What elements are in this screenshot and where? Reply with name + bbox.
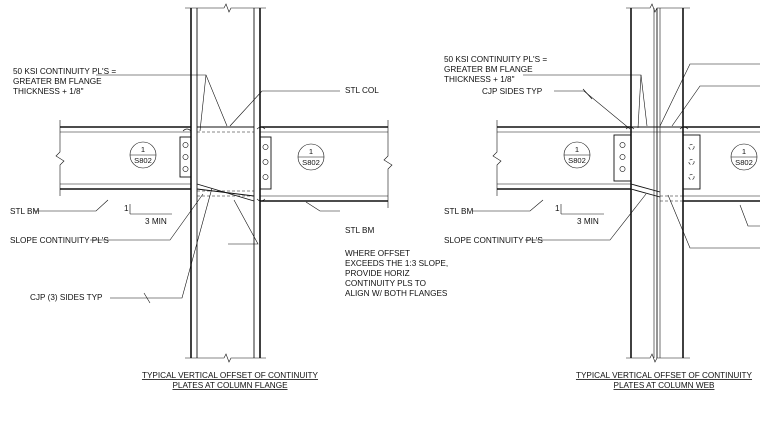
bubble-number: 1 (141, 145, 145, 154)
section-bubble-right-a: 1 S802 (297, 143, 325, 171)
label-stl-bm: STL BM (444, 207, 473, 216)
leaders-b (472, 63, 760, 249)
detail-title-line1: TYPICAL VERTICAL OFFSET OF CONTINUITY (142, 371, 319, 380)
detail-column-flange: 1 S802 1 S802 50 KSI CONTINUITY PL'S = G… (10, 3, 448, 390)
label-cjp-sides: CJP SIDES TYP (482, 87, 543, 96)
shear-tab-left-a (179, 136, 192, 178)
steel-column-left (185, 3, 266, 363)
slope-indicator-b (560, 204, 604, 215)
section-bubble-left-a: 1 S802 (129, 141, 157, 169)
steel-beam-left-b (492, 120, 631, 196)
steel-beam-right-b (683, 126, 760, 202)
slope-run: 3 MIN (577, 217, 599, 226)
shear-tab-right-b (625, 126, 701, 190)
steel-column-right (626, 3, 690, 363)
note-offset-line5: ALIGN W/ BOTH FLANGES (345, 289, 448, 298)
steel-beam-right-a (260, 120, 393, 208)
note-offset-line1: WHERE OFFSET (345, 249, 410, 258)
leaders-a (34, 74, 340, 304)
note-offset-line3: PROVIDE HORIZ (345, 269, 410, 278)
note-continuity-line3: THICKNESS + 1/8" (444, 75, 515, 84)
label-stl-bm-right: STL BM (345, 226, 374, 235)
section-bubble-right-b: 1 S802 (730, 143, 758, 171)
note-continuity-line3: THICKNESS + 1/8" (13, 87, 84, 96)
shear-tab-left-b (613, 134, 632, 182)
slope-indicator-a (129, 204, 172, 215)
bubble-sheet: S802 (302, 158, 320, 167)
label-stl-bm-left: STL BM (10, 207, 39, 216)
note-offset-line2: EXCEEDS THE 1:3 SLOPE, (345, 259, 448, 268)
label-slope-plates: SLOPE CONTINUITY PL'S (444, 236, 543, 245)
continuity-plates-b (630, 126, 683, 202)
detail-title-line2: PLATES AT COLUMN WEB (614, 381, 716, 390)
detail-title-line2: PLATES AT COLUMN FLANGE (172, 381, 288, 390)
bubble-sheet: S802 (735, 158, 753, 167)
steel-beam-left-a (55, 120, 191, 196)
slope-rise: 1 (555, 204, 560, 213)
label-cjp: CJP (3) SIDES TYP (30, 293, 103, 302)
slope-run: 3 MIN (145, 217, 167, 226)
bubble-sheet: S802 (134, 156, 152, 165)
shear-tab-right-a (182, 126, 272, 202)
detail-column-web: 1 S802 1 S802 50 KSI CONTINUITY PL'S = G… (444, 3, 760, 390)
bubble-number: 1 (575, 145, 579, 154)
bubble-number: 1 (309, 147, 313, 156)
slope-rise: 1 (124, 204, 129, 213)
detail-title-line1: TYPICAL VERTICAL OFFSET OF CONTINUITY (576, 371, 753, 380)
note-offset-line4: CONTINUITY PLS TO (345, 279, 426, 288)
bubble-sheet: S802 (568, 156, 586, 165)
bubble-number: 1 (742, 147, 746, 156)
note-continuity-line2: GREATER BM FLANGE (444, 65, 533, 74)
note-continuity-line1: 50 KSI CONTINUITY PL'S = (444, 55, 547, 64)
note-continuity-line1: 50 KSI CONTINUITY PL'S = (13, 67, 116, 76)
note-continuity-line2: GREATER BM FLANGE (13, 77, 102, 86)
label-slope-plates: SLOPE CONTINUITY PL'S (10, 236, 109, 245)
label-stl-col: STL COL (345, 86, 379, 95)
section-bubble-left-b: 1 S802 (563, 141, 591, 169)
continuity-plates-a (196, 126, 255, 202)
